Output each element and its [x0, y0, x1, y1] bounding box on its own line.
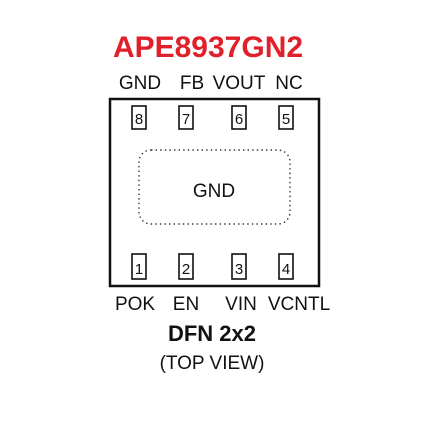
top-label-vout: VOUT [213, 73, 266, 94]
pin-8-number: 8 [135, 111, 143, 128]
top-label-nc: NC [275, 73, 302, 94]
pin-4-number: 4 [282, 261, 290, 278]
pin-6-number: 6 [235, 111, 243, 128]
top-pin-8: 8 [131, 105, 147, 130]
pin-5-outline [278, 105, 294, 130]
pin-3-outline [231, 253, 247, 280]
pin-2-outline [178, 253, 194, 280]
package-body [108, 97, 321, 288]
pin-1-outline [131, 253, 147, 280]
exposed-pad-outline [138, 149, 291, 225]
top-pin-5: 5 [278, 105, 294, 130]
package-view: (TOP VIEW) [160, 353, 265, 374]
bottom-pin-2: 2 [178, 253, 194, 280]
bottom-label-vcntl: VCNTL [268, 294, 330, 315]
top-pin-7: 7 [178, 105, 194, 130]
top-pin-6: 6 [231, 105, 247, 130]
pin-5-number: 5 [282, 111, 290, 128]
bottom-label-vin: VIN [225, 294, 257, 315]
chip-title: APE8937GN2 [113, 31, 303, 64]
pin-6-outline [231, 105, 247, 130]
bottom-label-en: EN [173, 294, 199, 315]
pin-2-number: 2 [182, 261, 190, 278]
pin-4-outline [278, 253, 294, 280]
top-label-fb: FB [180, 73, 204, 94]
pin-7-outline [178, 105, 194, 130]
pin-7-number: 7 [182, 111, 190, 128]
top-label-gnd: GND [119, 73, 161, 94]
bottom-pin-3: 3 [231, 253, 247, 280]
bottom-label-pok: POK [115, 294, 155, 315]
pin-3-number: 3 [235, 261, 243, 278]
bottom-pin-1: 1 [131, 253, 147, 280]
package-name: DFN 2x2 [168, 321, 256, 346]
pin-8-outline [131, 105, 147, 130]
bottom-pin-4: 4 [278, 253, 294, 280]
exposed-pad-label: GND [193, 181, 235, 202]
pin-1-number: 1 [135, 261, 143, 278]
